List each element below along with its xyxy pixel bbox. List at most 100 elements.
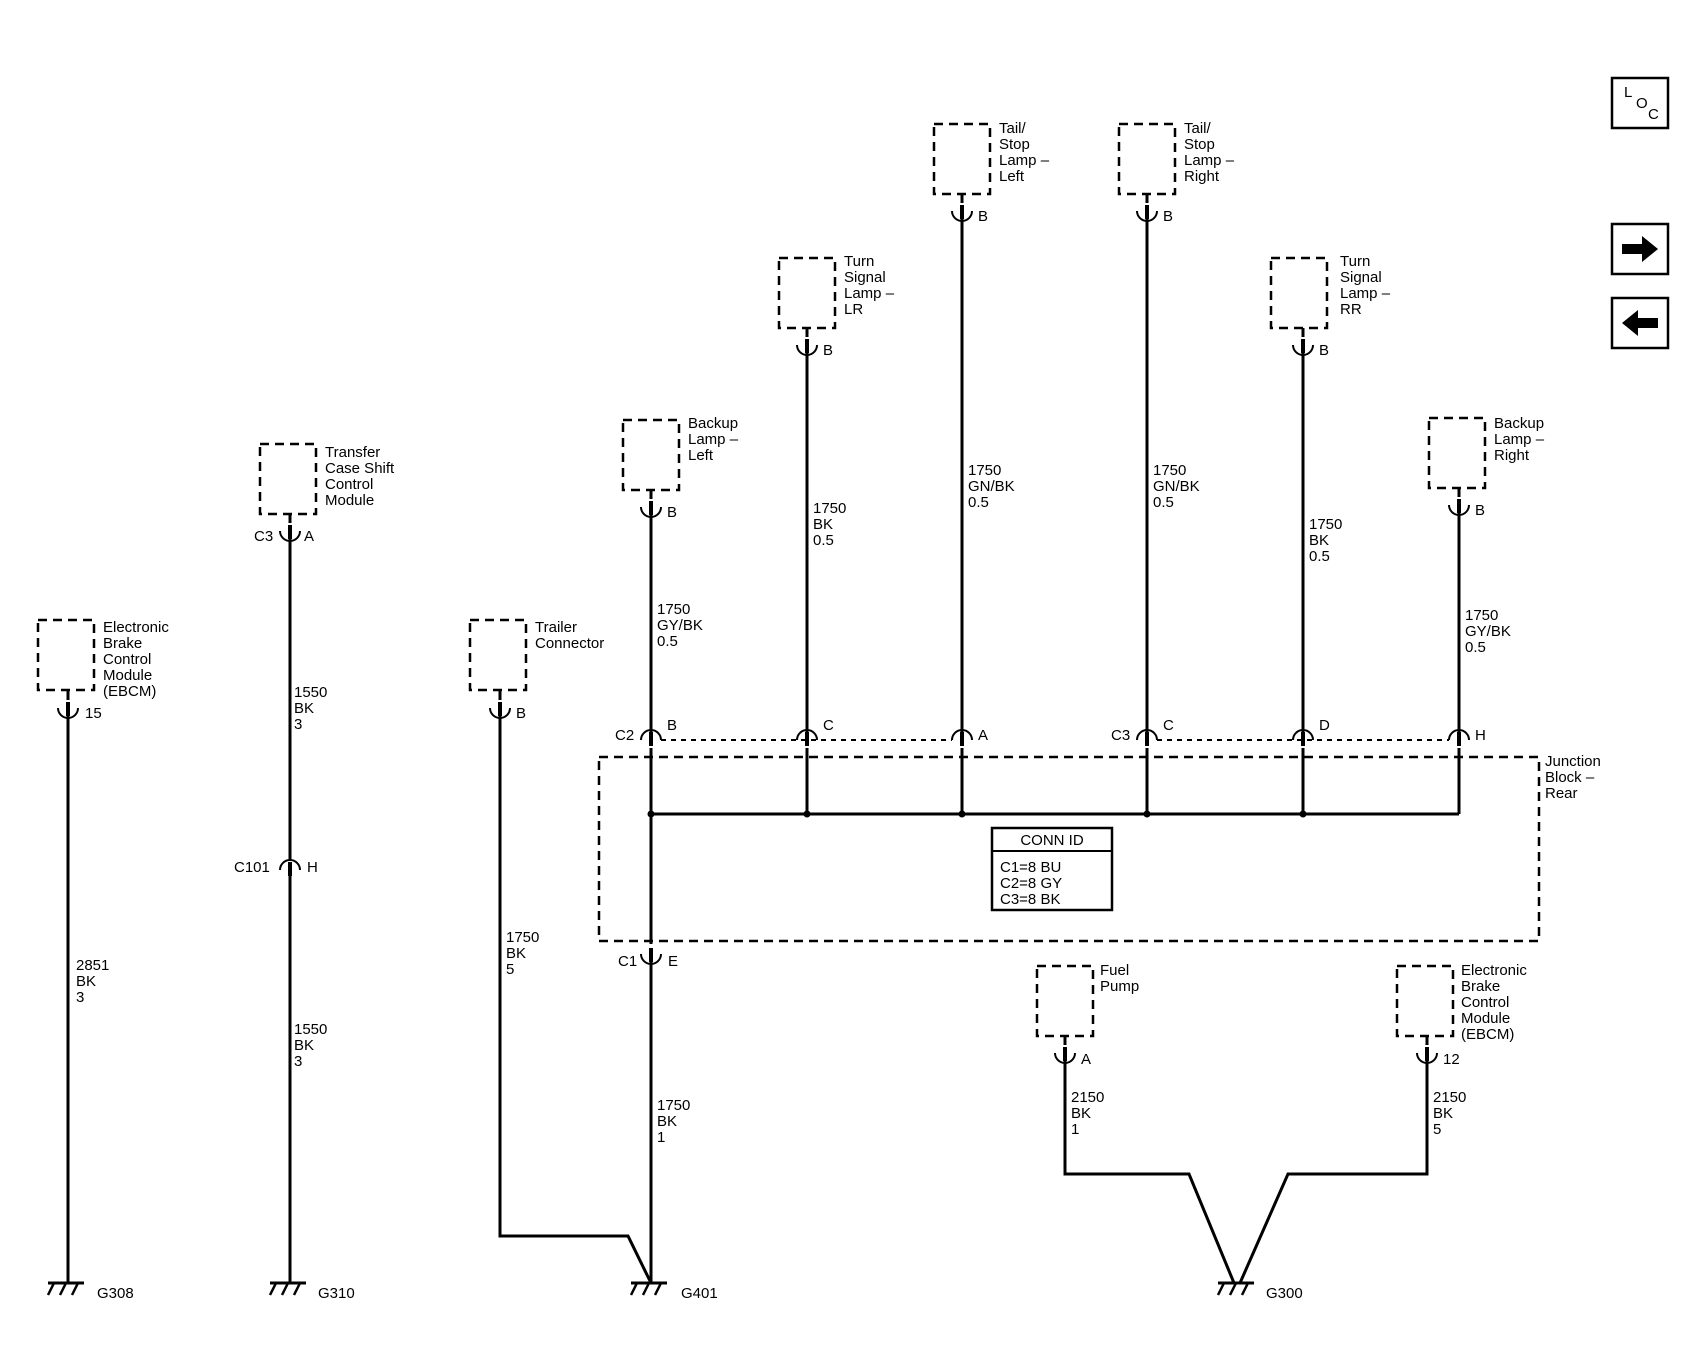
back-button[interactable] xyxy=(1610,296,1670,350)
loc-button[interactable]: L O C xyxy=(1610,76,1670,130)
wire-spec: 3 xyxy=(76,989,84,1006)
component-label: Brake xyxy=(103,635,142,652)
component-label: Lamp – xyxy=(688,431,739,448)
backup-left-box xyxy=(621,418,681,492)
component-label: Control xyxy=(1461,994,1509,1011)
component-label: Left xyxy=(688,447,714,464)
component-label: RR xyxy=(1340,301,1362,318)
wire-spec: 1550 xyxy=(294,1021,327,1038)
pin-label: E xyxy=(668,953,678,970)
pin-label: C3 xyxy=(254,528,273,545)
ground-icon xyxy=(629,1281,669,1297)
component-label: Lamp – xyxy=(999,152,1050,169)
trailer-box xyxy=(468,618,528,692)
pin-label: A xyxy=(978,727,988,744)
pin-label: 15 xyxy=(85,705,102,722)
ground-label: G308 xyxy=(97,1285,134,1302)
pin-label: C3 xyxy=(1111,727,1130,744)
pin-label: 12 xyxy=(1443,1051,1460,1068)
wire-spec: GY/BK xyxy=(1465,623,1511,640)
lamp-wires xyxy=(639,194,1471,748)
ground-label: G300 xyxy=(1266,1285,1303,1302)
wire-spec: 1750 xyxy=(657,1097,690,1114)
wire-spec: BK xyxy=(657,1113,677,1130)
component-label: Brake xyxy=(1461,978,1500,995)
ground-label: G310 xyxy=(318,1285,355,1302)
wire-spec: 3 xyxy=(294,716,302,733)
pin-label: A xyxy=(1081,1051,1091,1068)
trailer-circuit xyxy=(468,618,653,1284)
component-label: Turn xyxy=(844,253,874,270)
component-label: Rear xyxy=(1545,785,1578,802)
pin-label: H xyxy=(307,859,318,876)
forward-button[interactable] xyxy=(1610,222,1670,276)
component-label: Signal xyxy=(844,269,886,286)
component-label: Turn xyxy=(1340,253,1370,270)
component-label: Control xyxy=(103,651,151,668)
wire-spec: 3 xyxy=(294,1053,302,1070)
component-label: Pump xyxy=(1100,978,1139,995)
ebcm-left-box xyxy=(36,618,96,692)
component-label: Stop xyxy=(1184,136,1215,153)
wire-spec: 1750 xyxy=(1153,462,1186,479)
wire-spec: 0.5 xyxy=(1153,494,1174,511)
arrow-left-icon xyxy=(1622,310,1658,336)
pin-label: B xyxy=(667,717,677,734)
arrow-right-icon xyxy=(1622,236,1658,262)
component-label: Lamp – xyxy=(1184,152,1235,169)
component-label: Tail/ xyxy=(1184,120,1212,137)
wire-spec: 0.5 xyxy=(968,494,989,511)
wire-spec: 1 xyxy=(1071,1121,1079,1138)
component-label: Transfer xyxy=(325,444,380,461)
pin-label: C101 xyxy=(234,859,270,876)
junction-block-rear xyxy=(597,748,1541,944)
ground-label: G401 xyxy=(681,1285,718,1302)
wire-spec: 2150 xyxy=(1433,1089,1466,1106)
component-label: Electronic xyxy=(1461,962,1527,979)
component-label: (EBCM) xyxy=(103,683,156,700)
ground-icon xyxy=(1216,1281,1256,1297)
wire-spec: 1750 xyxy=(813,500,846,517)
label-layer: CONN ID C1=8 BU C2=8 GY C3=8 BK G308 G31… xyxy=(76,120,1601,1302)
pin-label: D xyxy=(1319,717,1330,734)
wire-spec: BK xyxy=(294,1037,314,1054)
pin-label: B xyxy=(516,705,526,722)
component-label: Connector xyxy=(535,635,604,652)
svg-text:O: O xyxy=(1636,95,1648,112)
wire-trailer xyxy=(498,716,653,1284)
splice-dots xyxy=(647,810,1307,818)
pin-label: B xyxy=(1475,502,1485,519)
wire-spec: BK xyxy=(813,516,833,533)
component-label: Backup xyxy=(1494,415,1544,432)
component-label: Backup xyxy=(688,415,738,432)
conn-id-box xyxy=(990,826,1114,912)
wire-spec: BK xyxy=(294,700,314,717)
wire-ebcm-right xyxy=(1238,1061,1429,1284)
wire-spec: 2150 xyxy=(1071,1089,1104,1106)
component-label: (EBCM) xyxy=(1461,1026,1514,1043)
component-label: Right xyxy=(1184,168,1220,185)
component-label: Control xyxy=(325,476,373,493)
component-label: Stop xyxy=(999,136,1030,153)
pin-label: H xyxy=(1475,727,1486,744)
wire-spec: 1750 xyxy=(968,462,1001,479)
tail-right-box xyxy=(1117,122,1177,196)
pin-label: C xyxy=(1163,717,1174,734)
pin-label: C xyxy=(823,717,834,734)
pin-label: B xyxy=(1319,342,1329,359)
wire-spec: 1750 xyxy=(506,929,539,946)
component-label: Module xyxy=(103,667,152,684)
pin-label: B xyxy=(1163,208,1173,225)
backup-right-box xyxy=(1427,416,1487,490)
wire-spec: GN/BK xyxy=(1153,478,1200,495)
wire-spec: 5 xyxy=(506,961,514,978)
pin-label: A xyxy=(304,528,314,545)
pin-label: C2 xyxy=(615,727,634,744)
pin-label: B xyxy=(823,342,833,359)
component-label: Lamp – xyxy=(1494,431,1545,448)
junction-block-box xyxy=(597,755,1541,943)
component-label: Right xyxy=(1494,447,1530,464)
svg-text:L: L xyxy=(1624,84,1632,101)
wire-spec: 0.5 xyxy=(1465,639,1486,656)
